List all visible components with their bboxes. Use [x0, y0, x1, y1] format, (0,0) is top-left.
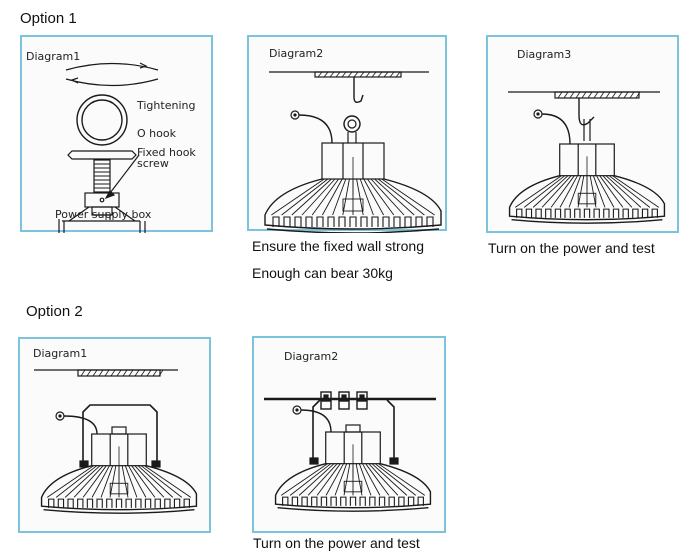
diagram-label: Diagram2	[284, 350, 339, 363]
diagram-label: Diagram1	[26, 50, 81, 63]
option-2-diagram-1-frame: Diagram1	[18, 337, 211, 533]
heatsink-base	[272, 216, 434, 227]
caption-line-2: Enough can bear 30kg	[252, 265, 393, 281]
center-bracket	[577, 192, 597, 205]
rotation-arrow-bottom	[65, 78, 159, 87]
o-hook-ring-inner	[81, 99, 123, 141]
heatsink-outline	[40, 465, 198, 511]
power-cable	[63, 415, 98, 435]
bolt-head	[345, 424, 361, 433]
power-cable	[541, 113, 571, 145]
ceiling-plate	[554, 91, 640, 99]
rail-bolt-1	[320, 391, 332, 401]
lamp-hanging-drawing	[264, 71, 442, 233]
center-bracket	[109, 482, 129, 495]
o-hook-ring-outer	[76, 94, 128, 146]
annotation-fixed-hook-screw-line-2: screw	[137, 157, 169, 170]
caption-line-1: Turn on the power and test	[488, 240, 655, 256]
option-1-diagram-3-frame: Diagram3	[486, 35, 679, 233]
annotation-fixed-hook-screw: Fixed hook screw	[137, 147, 196, 169]
diagram-label: Diagram1	[33, 347, 88, 360]
lamp-bracket-mounted-drawing	[264, 391, 436, 512]
annotation-tightening: Tightening	[137, 99, 196, 112]
center-bracket	[343, 480, 363, 493]
heatsink-outline	[508, 175, 666, 221]
heatsink-outline	[274, 463, 432, 509]
annotation-power-supply-box: Power supply box	[55, 208, 152, 221]
center-bracket	[342, 198, 364, 212]
option-1-diagram-1-frame: Diagram1 Tightening O hook Fixed hook sc…	[20, 35, 213, 233]
lamp-bracket-drawing	[34, 369, 198, 514]
washer	[67, 150, 137, 160]
lamp-eye-bolt	[343, 115, 361, 133]
heatsink-fins	[271, 178, 435, 216]
u-bracket	[312, 399, 395, 464]
ceiling-hook	[353, 77, 364, 104]
heatsink-base	[48, 498, 190, 508]
power-cable	[300, 409, 332, 433]
heatsink-fins	[514, 175, 660, 208]
option-1-diagram-2-frame: Diagram2	[247, 35, 447, 233]
o-hook-assembly-drawing	[58, 62, 159, 233]
heatsink-fins	[46, 465, 192, 498]
power-cable	[298, 114, 333, 144]
power-supply-box-outline	[58, 219, 146, 233]
rotation-arrow-top	[65, 62, 159, 71]
lamp-hooked-drawing	[508, 91, 666, 224]
heatsink-base	[516, 208, 658, 218]
diagram-label: Diagram3	[517, 48, 572, 61]
rail-bolt-2	[338, 391, 350, 401]
caption-line-1: Turn on the power and test	[253, 535, 420, 551]
ceiling-plate	[77, 369, 161, 377]
annotation-fixed-hook-screw-line-1: Fixed hook	[137, 146, 196, 159]
rail-bolt-3	[356, 391, 368, 401]
option-1-title: Option 1	[20, 10, 77, 27]
pointer-arrow	[106, 154, 140, 198]
diagram-label: Diagram2	[269, 47, 324, 60]
lamp-eye-bolt	[583, 119, 591, 141]
annotation-o-hook: O hook	[137, 127, 176, 140]
ceiling-hook	[578, 98, 595, 126]
bolt-head	[111, 426, 127, 435]
u-bracket	[82, 404, 158, 463]
heatsink-outline	[264, 178, 442, 230]
option-2-title: Option 2	[26, 303, 83, 320]
heatsink-fins	[280, 463, 426, 496]
heatsink-base	[282, 496, 424, 506]
option-2-diagram-2-frame: Diagram2	[252, 336, 446, 533]
caption-line-1: Ensure the fixed wall strong	[252, 238, 424, 254]
